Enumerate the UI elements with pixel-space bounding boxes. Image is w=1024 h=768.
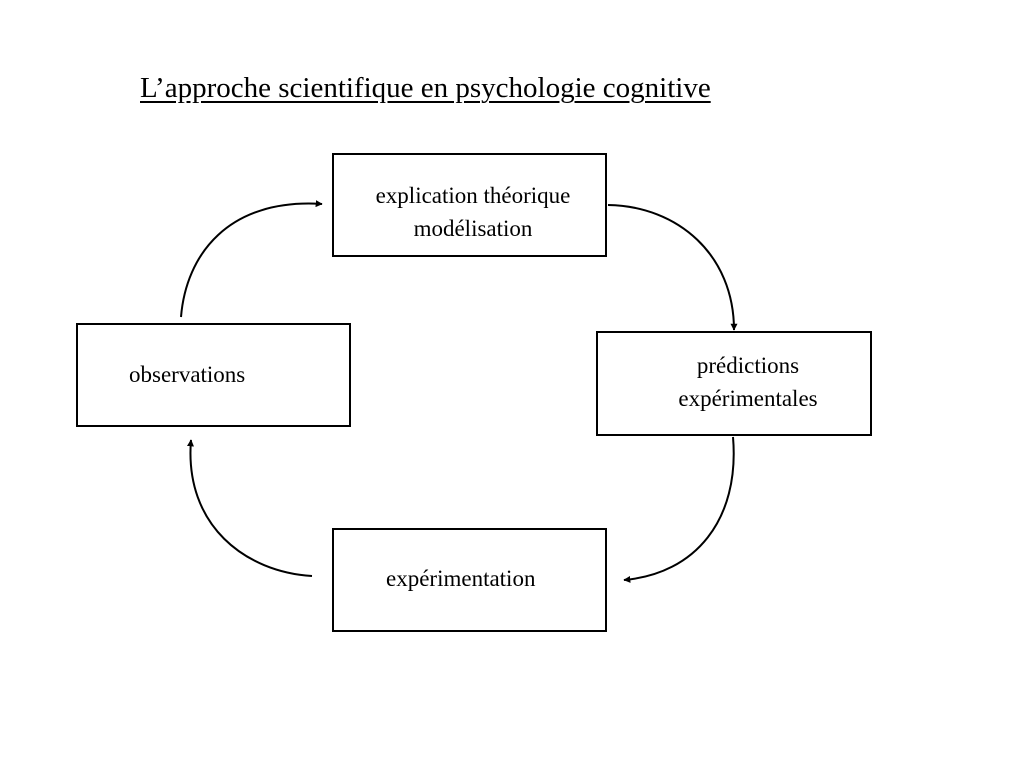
node-experimental-predictions-line-1: prédictions [696, 353, 800, 378]
node-experimental-predictions-line-2: expérimentales [678, 386, 818, 411]
node-theoretical-explanation-line-1: explication théorique [375, 183, 571, 208]
node-observations-label: observations [129, 362, 246, 387]
node-experimentation: expérimentation [332, 528, 607, 632]
diagram-title: L’approche scientifique en psychologie c… [140, 72, 711, 104]
arrow-observations-to-theory [180, 200, 323, 318]
node-theoretical-explanation-line-2: modélisation [413, 216, 533, 241]
node-theoretical-explanation-label: explication théorique modélisation [353, 179, 593, 245]
arrow-predictions-to-experiment [623, 436, 735, 583]
node-experimental-predictions: prédictions expérimentales [596, 331, 872, 436]
node-experimentation-label: expérimentation [386, 566, 536, 591]
node-theoretical-explanation: explication théorique modélisation [332, 153, 607, 257]
node-observations: observations [76, 323, 351, 427]
arrow-experiment-to-observations [187, 439, 313, 577]
arrow-theory-to-predictions [607, 204, 738, 331]
node-experimental-predictions-label: prédictions expérimentales [646, 349, 850, 415]
